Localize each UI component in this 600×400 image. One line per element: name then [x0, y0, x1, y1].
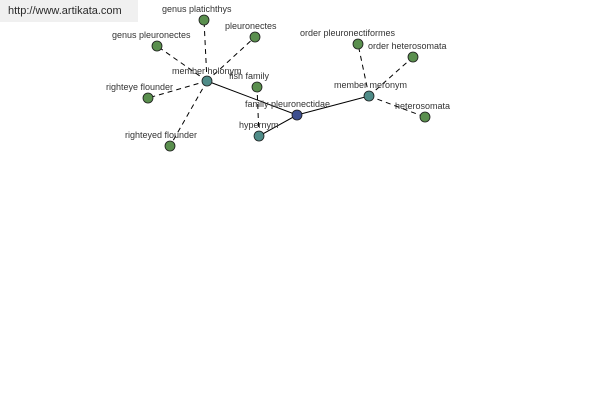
node-label-pleuronectes[interactable]: pleuronectes [225, 21, 277, 31]
node-label-hypernym[interactable]: hypernym [239, 120, 279, 130]
node-label-fish-family[interactable]: fish family [229, 71, 270, 81]
node-label-righteyed-flounder[interactable]: righteyed flounder [125, 130, 197, 140]
node-pleuronectes[interactable] [249, 31, 261, 43]
edge-holonym-to-righteye-flounder [147, 80, 208, 99]
node-fish-family[interactable] [251, 81, 263, 93]
edge-holonym-to-genus-platichthys [203, 19, 208, 82]
node-label-order-heterosomata[interactable]: order heterosomata [368, 41, 447, 51]
node-center[interactable] [291, 109, 303, 121]
edge-layer [147, 19, 426, 147]
edge-meronym-to-order-heterosomata [368, 56, 414, 97]
node-label-genus-platichthys[interactable]: genus platichthys [162, 4, 232, 14]
node-righteye-flounder[interactable] [142, 92, 154, 104]
node-label-order-pleuronectiformes[interactable]: order pleuronectiformes [300, 28, 396, 38]
edge-center-to-meronym [296, 95, 370, 116]
node-label-righteye-flounder[interactable]: righteye flounder [106, 82, 173, 92]
node-genus-pleuronectes[interactable] [151, 40, 163, 52]
node-order-pleuronectiformes[interactable] [352, 38, 364, 50]
node-label-genus-pleuronectes[interactable]: genus pleuronectes [112, 30, 191, 40]
node-hypernym[interactable] [253, 130, 265, 142]
node-righteyed-flounder[interactable] [164, 140, 176, 152]
node-label-heterosomata[interactable]: heterosomata [395, 101, 450, 111]
node-heterosomata[interactable] [419, 111, 431, 123]
edge-holonym-to-righteyed-flounder [169, 80, 208, 147]
node-label-meronym[interactable]: member meronym [334, 80, 407, 90]
edge-holonym-to-genus-pleuronectes [156, 45, 208, 82]
node-genus-platichthys[interactable] [198, 14, 210, 26]
node-order-heterosomata[interactable] [407, 51, 419, 63]
node-label-holonym[interactable]: member holonym [172, 66, 242, 76]
edge-hypernym-to-fish-family [256, 86, 260, 137]
watermark-link[interactable]: http://www.artikata.com [0, 0, 138, 22]
node-meronym[interactable] [363, 90, 375, 102]
node-holonym[interactable] [201, 75, 213, 87]
edge-center-to-hypernym [258, 114, 298, 137]
edge-holonym-to-pleuronectes [206, 36, 256, 82]
edge-center-to-holonym [206, 80, 298, 116]
label-layer: family pleuronectidae member holonym membe… [106, 4, 450, 140]
node-label-center[interactable]: family pleuronectidae [245, 99, 330, 109]
node-layer [142, 14, 431, 152]
edge-meronym-to-heterosomata [368, 95, 426, 118]
